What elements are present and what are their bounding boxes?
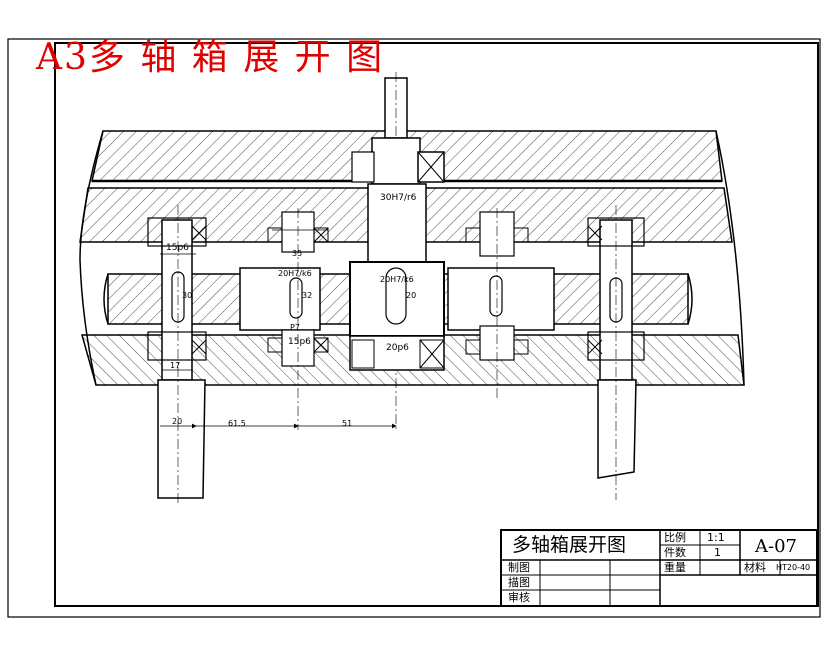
dim-20-bottom: 20 bbox=[172, 417, 183, 426]
weight-label: 重量 bbox=[664, 561, 686, 574]
dim-51: 51 bbox=[342, 419, 353, 428]
output-shaft-left bbox=[147, 205, 207, 505]
input-shaft bbox=[351, 72, 445, 430]
title-block-name: 多轴箱展开图 bbox=[512, 534, 627, 556]
dim-15p6-top: 15p6 bbox=[166, 243, 189, 253]
gear-right-mid bbox=[447, 208, 555, 400]
dim-p7: P7 bbox=[290, 323, 300, 332]
inner-frame bbox=[54, 42, 819, 607]
dim-20h7-k6-left: 20H7/k6 bbox=[278, 269, 312, 278]
material-label: 材料 bbox=[744, 561, 766, 574]
housing-right-outline bbox=[715, 130, 745, 386]
dim-15p6-low: 15p6 bbox=[288, 337, 311, 347]
dim-20: 20 bbox=[406, 291, 417, 300]
dim-30h7-r6: 30H7/r6 bbox=[380, 193, 417, 203]
dim-17: 17 bbox=[170, 361, 181, 370]
qty-value: 1 bbox=[714, 546, 721, 559]
sheet-title: A3多 轴 箱 展 开 图 bbox=[36, 37, 385, 78]
scale-value: 1:1 bbox=[707, 531, 725, 544]
checked-label: 审核 bbox=[508, 591, 530, 604]
dim-35: 35 bbox=[292, 249, 303, 258]
dim-32: 32 bbox=[302, 291, 313, 300]
dim-30: 30 bbox=[182, 291, 193, 300]
dim-61-5: 61.5 bbox=[228, 419, 246, 428]
dimension-lines bbox=[160, 229, 397, 429]
drawn-label: 制图 bbox=[508, 561, 530, 574]
qty-label: 件数 bbox=[664, 546, 686, 559]
output-shaft-right bbox=[587, 205, 645, 500]
outer-frame bbox=[7, 38, 821, 618]
traced-label: 描图 bbox=[508, 576, 530, 589]
drawing-number: A-07 bbox=[755, 536, 797, 557]
housing-left-outline bbox=[79, 130, 104, 386]
material-value: HT20-40 bbox=[776, 563, 811, 572]
dim-20p6: 20p6 bbox=[386, 343, 409, 353]
gear-center bbox=[349, 261, 445, 371]
dim-20h7-k6-mid: 20H7/k6 bbox=[380, 275, 414, 284]
scale-label: 比例 bbox=[664, 531, 686, 544]
